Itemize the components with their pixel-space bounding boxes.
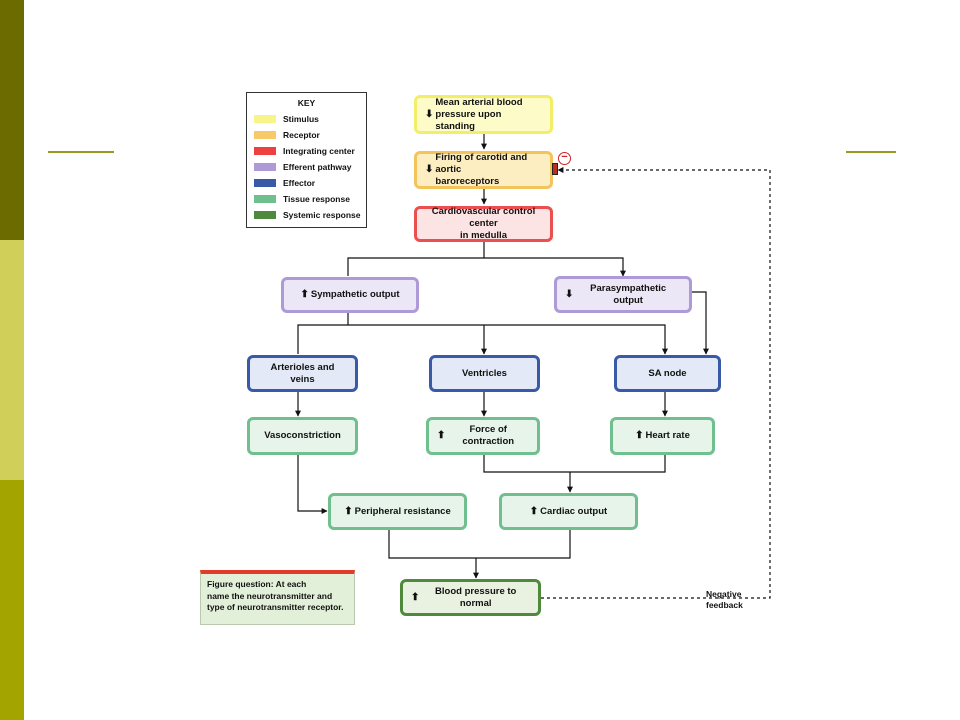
key-item-efferent: Efferent pathway: [254, 161, 352, 173]
node-parasympathetic-output: ⬇ Parasympathetic output: [554, 276, 692, 313]
key-swatch: [254, 179, 276, 187]
node-line: pressure upon standing: [435, 108, 502, 132]
key-label: Integrating center: [283, 146, 355, 156]
key-item-integrating: Integrating center: [254, 145, 355, 157]
key-item-stimulus: Stimulus: [254, 113, 319, 125]
key-label: Stimulus: [283, 114, 319, 124]
figure-question-box: Figure question: At each name the neurot…: [200, 570, 355, 625]
key-swatch: [254, 163, 276, 171]
wire-to-art: [297, 324, 668, 355]
node-text: Cardiovascular control center in medulla: [425, 206, 542, 242]
node-text: Firing of carotid and aortic barorecepto…: [435, 152, 542, 188]
node-label: Heart rate: [645, 430, 690, 441]
deco-line-right: [846, 151, 896, 153]
node-label: Peripheral resistance: [354, 505, 451, 517]
key-swatch: [254, 115, 276, 123]
arrow-down-icon: ⬇: [565, 288, 574, 300]
node-label: Cardiac output: [540, 505, 608, 517]
key-swatch: [254, 131, 276, 139]
side-bar-top: [0, 0, 24, 240]
key-swatch: [254, 147, 276, 155]
node-label: Blood pressure to normal: [435, 585, 517, 609]
node-vasoconstriction: Vasoconstriction: [247, 417, 358, 455]
node-line: baroreceptors: [435, 176, 500, 187]
negative-feedback-label: Negative feedback: [706, 589, 766, 611]
node-mean-arterial-pressure: ⬇ Mean arterial blood pressure upon stan…: [414, 95, 553, 134]
inhibition-minus-icon: −: [558, 152, 571, 165]
node-sa-node: SA node: [614, 355, 721, 392]
key-swatch: [254, 195, 276, 203]
key-label: Effector: [283, 178, 316, 188]
node-label: Sympathetic output: [310, 289, 400, 300]
key-item-effector: Effector: [254, 177, 315, 189]
key-item-receptor: Receptor: [254, 129, 320, 141]
wire-force-hr-join: [483, 455, 666, 473]
node-label: SA node: [648, 367, 687, 379]
node-sympathetic-output: ⬆ Sympathetic output: [281, 277, 419, 313]
node-label: Arterioles and veins: [270, 361, 335, 385]
node-ventricles: Ventricles: [429, 355, 540, 392]
wire-vaso-periph: [297, 455, 328, 514]
node-label: Force of contraction: [462, 424, 515, 447]
arrow-up-icon: ⬆: [437, 430, 446, 441]
node-baroreceptors: ⬇ Firing of carotid and aortic barorecep…: [414, 151, 553, 189]
receptor-tab-icon: [552, 163, 558, 175]
side-bar-bottom: [0, 480, 24, 720]
node-arterioles-and-veins: Arterioles and veins: [247, 355, 358, 392]
node-line: Mean arterial blood: [435, 96, 523, 108]
node-line: in medulla: [460, 230, 507, 241]
node-text: Mean arterial blood pressure upon standi…: [435, 97, 542, 133]
key-label: Receptor: [283, 130, 320, 140]
key-title: KEY: [297, 98, 316, 108]
key-item-tissue: Tissue response: [254, 193, 350, 205]
figure-question-line: type of neurotransmitter receptor.: [207, 602, 344, 612]
figure-question-line: Figure question: At each: [207, 579, 307, 589]
node-blood-pressure-to-normal: ⬆ Blood pressure to normal: [400, 579, 541, 616]
deco-line-left: [48, 151, 114, 153]
key-swatch: [254, 211, 276, 219]
arrow-up-icon: ⬆: [344, 505, 353, 517]
arrow-down-icon: ⬇: [425, 108, 434, 120]
arrow-up-icon: ⬆: [635, 430, 644, 441]
node-cardiovascular-control-center: Cardiovascular control center in medulla: [414, 206, 553, 242]
wire-split-symp: [347, 257, 626, 277]
feedback-line: feedback: [706, 600, 743, 610]
node-label: Vasoconstriction: [264, 430, 341, 441]
arrow-up-icon: ⬆: [300, 289, 309, 300]
arrow-up-icon: ⬆: [411, 591, 420, 603]
node-label: Ventricles: [462, 367, 507, 379]
wire-periph-co-join: [388, 530, 571, 559]
node-force-of-contraction: ⬆ Force of contraction: [426, 417, 540, 455]
arrow-down-icon: ⬇: [425, 164, 434, 175]
figure-question-line: name the neurotransmitter and: [207, 590, 333, 601]
key-legend: KEY Stimulus Receptor Integrating center…: [246, 92, 367, 228]
node-line: Cardiovascular control center: [431, 206, 536, 229]
wire-para-sa: [692, 291, 709, 355]
arrow-up-icon: ⬆: [529, 505, 539, 517]
feedback-line: Negative: [706, 589, 742, 599]
key-label: Tissue response: [283, 194, 350, 204]
key-item-systemic: Systemic response: [254, 209, 360, 221]
node-cardiac-output: ⬆ Cardiac output: [499, 493, 638, 530]
node-line: Firing of carotid and aortic: [435, 152, 528, 175]
node-peripheral-resistance: ⬆ Peripheral resistance: [328, 493, 467, 530]
key-label: Efferent pathway: [283, 162, 352, 172]
node-label: Parasympathetic output: [590, 282, 667, 306]
node-heart-rate: ⬆ Heart rate: [610, 417, 715, 455]
side-bar-middle: [0, 240, 24, 480]
key-label: Systemic response: [283, 210, 361, 220]
wire-negative-feedback: [541, 167, 771, 599]
